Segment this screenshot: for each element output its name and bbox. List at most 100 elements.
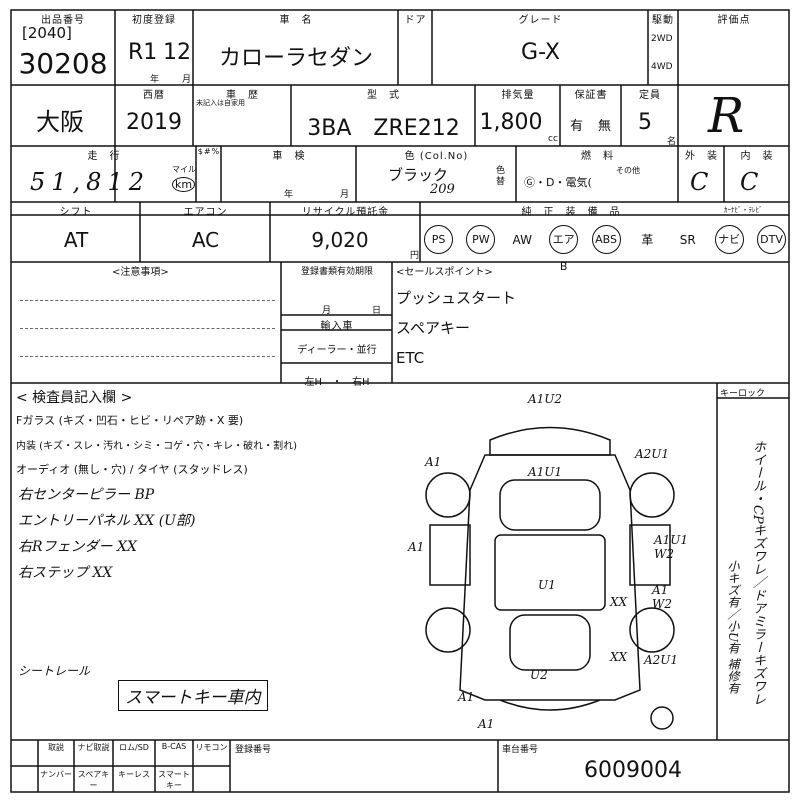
steering-option: 左H ・ 右H bbox=[304, 377, 370, 388]
footer-item: キーレス bbox=[118, 770, 150, 779]
car-name: カローラセダン bbox=[218, 46, 373, 71]
shift-label: シフト bbox=[59, 207, 93, 218]
smart-key-note: スマートキー車内 bbox=[118, 680, 268, 711]
side-note: ホイール・CPキズワレ／ドアミラーキズワレ bbox=[750, 440, 765, 706]
damage-mark: A2U1 bbox=[644, 653, 679, 667]
inspector-note: エントリーパネル XX (U部) bbox=[18, 513, 196, 529]
damage-mark: A1U2 bbox=[528, 392, 563, 406]
sales-label: <セールスポイント> bbox=[396, 267, 493, 278]
car-name-label: 車 名 bbox=[279, 15, 313, 26]
displacement-label: 排気量 bbox=[501, 90, 535, 101]
fuel-other: その他 bbox=[616, 166, 640, 175]
damage-mark: A2U1 bbox=[635, 447, 670, 461]
history-label: 車 歴 bbox=[226, 90, 259, 101]
navi-label: ｶｰﾅﾋﾞ・ﾃﾚﾋﾞ bbox=[724, 206, 763, 214]
glass-line: Fガラス (キズ・凹石・ヒビ・リペア跡・X 要) bbox=[16, 414, 244, 427]
mileage-unit: km bbox=[172, 177, 196, 192]
seat-rail-note: シートレール bbox=[18, 664, 91, 678]
color: ブラック bbox=[388, 166, 449, 184]
exterior-grade: C bbox=[690, 168, 709, 196]
warranty-yes: 有 bbox=[570, 119, 584, 134]
damage-mark: A1 bbox=[478, 717, 495, 731]
first-reg-era: R1 bbox=[128, 40, 158, 65]
damage-mark: XX bbox=[610, 650, 628, 664]
first-reg-month: 12 bbox=[163, 40, 191, 65]
drive-2wd: 2WD bbox=[651, 34, 673, 44]
warranty-label: 保証書 bbox=[574, 90, 608, 101]
color-number: 209 bbox=[430, 182, 455, 197]
exterior-label: 外 装 bbox=[685, 151, 718, 162]
aircon-label: エアコン bbox=[183, 207, 228, 218]
model: 3BA ZRE212 bbox=[307, 116, 460, 141]
mileage-alt-unit: マイル bbox=[172, 165, 196, 174]
damage-mark: A1 bbox=[408, 540, 425, 554]
damage-mark: A1 bbox=[425, 455, 442, 469]
footer-item: ナビ取説 bbox=[77, 743, 110, 752]
equipment-item: ABS bbox=[591, 225, 621, 254]
sales-point: プッシュスタート bbox=[396, 289, 517, 307]
interior-grade: C bbox=[740, 168, 759, 196]
sales-point: ETC bbox=[396, 349, 425, 367]
equipment-item: AW bbox=[512, 233, 532, 247]
chassis-number: 6009004 bbox=[584, 758, 682, 783]
color-label: 色 (Col.No) bbox=[404, 151, 469, 162]
expiry-month: 月 bbox=[322, 306, 332, 316]
inspection-month: 月 bbox=[340, 190, 350, 200]
yen-unit: 円 bbox=[410, 251, 420, 261]
inspector-notes: 右センターピラー BP エントリーパネル XX (U部) 右Rフェンダー XX … bbox=[18, 482, 195, 586]
footer-item: B-CAS bbox=[161, 742, 187, 751]
audio-line: オーディオ (無し・穴) / タイヤ (スタッドレス) bbox=[16, 463, 248, 476]
side-note-2: 小キズ有／小U有 補修有 bbox=[726, 560, 740, 694]
interior-line: 内装 (キズ・スレ・汚れ・シミ・コゲ・穴・キレ・破れ・割れ) bbox=[16, 441, 297, 452]
footer-item: ナンバー bbox=[40, 770, 72, 779]
drive-label: 駆動 bbox=[652, 15, 674, 26]
equipment-item: 革 bbox=[641, 233, 654, 247]
equipment-item: ナビ bbox=[714, 225, 744, 254]
inspection-title: < 検査員記入欄 > bbox=[16, 390, 133, 406]
footer-item: ロム/SD bbox=[119, 743, 149, 752]
equipment-label: 純 正 装 備 品 bbox=[521, 207, 621, 218]
reg-no-label: 登録番号 bbox=[235, 745, 272, 755]
footer-item: リモコン bbox=[195, 743, 228, 752]
dealer-option: ディーラー・並行 bbox=[297, 345, 377, 356]
capacity: 5 bbox=[638, 110, 652, 135]
fuel-label: 燃 料 bbox=[581, 151, 614, 162]
fuel-options: Ⓖ・D・電気( bbox=[524, 176, 592, 189]
cc-unit: cc bbox=[548, 134, 558, 144]
western-label: 西暦 bbox=[143, 90, 165, 101]
lot-number: 30208 bbox=[18, 47, 108, 80]
inspector-note: 右センターピラー BP bbox=[18, 487, 155, 503]
mileage-label: 走 行 bbox=[87, 151, 121, 162]
damage-mark: A1 W2 bbox=[652, 583, 672, 611]
car-diagram bbox=[425, 426, 675, 730]
inspector-note: 右Rフェンダー XX bbox=[18, 539, 137, 555]
recycle-label: リサイクル預託金 bbox=[301, 207, 390, 218]
chassis-label: 車台番号 bbox=[502, 745, 539, 755]
month-unit: 月 bbox=[182, 75, 192, 85]
equipment-item: DTV bbox=[757, 225, 786, 254]
displacement: 1,800 bbox=[479, 110, 543, 135]
interior-label: 内 装 bbox=[740, 151, 774, 162]
capacity-unit: 名 bbox=[667, 137, 677, 147]
inspection-label: 車 検 bbox=[272, 151, 306, 162]
damage-mark: A1 bbox=[458, 690, 475, 704]
equipment-item: エアB bbox=[549, 225, 579, 273]
meter-label: $#% bbox=[197, 147, 221, 156]
score-value: R bbox=[708, 88, 745, 144]
door-label: ドア bbox=[404, 15, 427, 26]
damage-mark: A1U1 W2 bbox=[654, 533, 689, 561]
grade: G-X bbox=[521, 40, 560, 65]
color-change: 色替 bbox=[496, 166, 506, 187]
damage-mark: A1U1 bbox=[528, 465, 563, 479]
footer-item: スペアキー bbox=[77, 770, 110, 790]
capacity-label: 定員 bbox=[639, 90, 661, 101]
score-label: 評価点 bbox=[717, 15, 751, 26]
lot-sub: [2040] bbox=[22, 24, 72, 42]
model-label: 型 式 bbox=[367, 90, 400, 101]
lot-label: 出品番号 bbox=[41, 15, 85, 26]
damage-mark: U1 bbox=[538, 578, 556, 592]
equipment-item: SR bbox=[679, 233, 696, 247]
history-sub: 未記入は自家用 bbox=[196, 99, 245, 107]
